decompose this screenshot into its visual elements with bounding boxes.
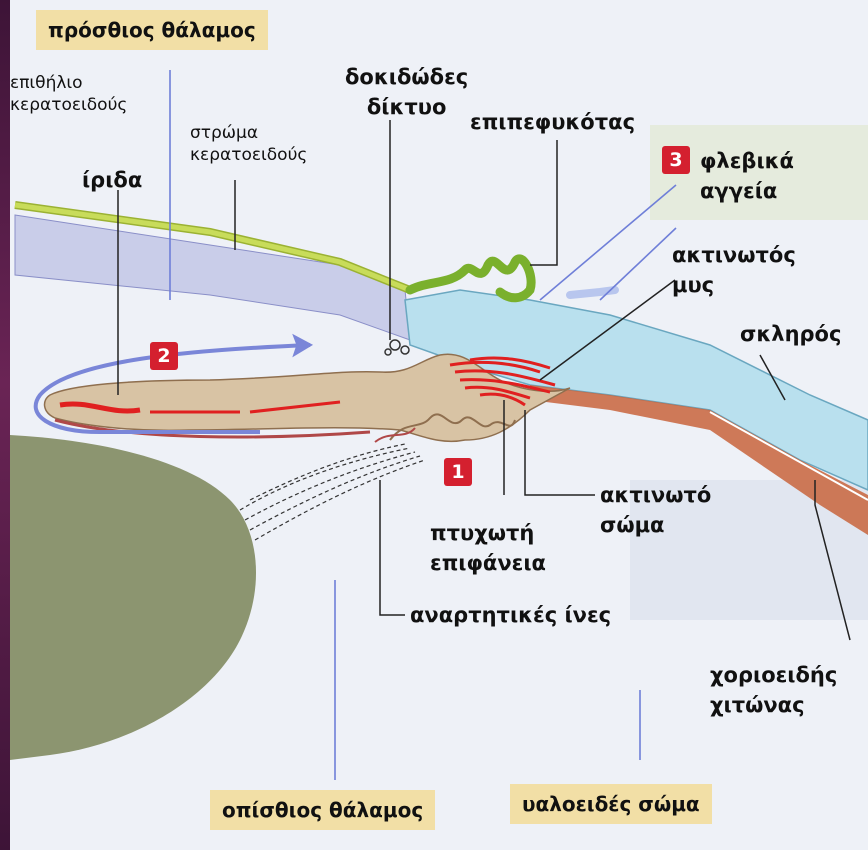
conjunctiva-label: επιπεφυκότας [470, 110, 635, 134]
ciliary-body-label: ακτινωτό σώμα [600, 480, 711, 540]
anterior-chamber-label: πρόσθιος θάλαμος [36, 10, 268, 50]
posterior-chamber-label: οπίσθιος θάλαμος [210, 790, 435, 830]
choroid-label: χοριοειδής χιτώνας [710, 660, 837, 720]
vitreous-body-label: υαλοειδές σώμα [510, 784, 712, 824]
corneal-stroma-label: στρώμα κερατοειδούς [190, 122, 307, 166]
eye-anatomy-diagram: πρόσθιος θάλαμος επιθήλιο κερατοειδούς σ… [10, 0, 868, 850]
folded-surface-label: πτυχωτή επιφάνεια [430, 518, 546, 578]
sclera-label: σκληρός [740, 322, 841, 346]
lens-shape [10, 435, 256, 760]
badge-1: 1 [444, 458, 472, 486]
iris-label: ίριδα [82, 168, 142, 192]
diagram-drawing [10, 0, 868, 850]
venous-guide-line-1 [540, 185, 676, 300]
trabecular-meshwork-label: δοκιδώδες δίκτυο [345, 62, 468, 122]
venous-vessels-label: φλεβικά αγγεία [700, 146, 794, 206]
badge-3: 3 [662, 146, 690, 174]
suspensory-fibers-label: αναρτητικές ίνες [410, 603, 611, 627]
corneal-epithelium-label: επιθήλιο κερατοειδούς [10, 72, 127, 116]
badge-2: 2 [150, 342, 178, 370]
ciliary-muscle-label: ακτινωτός μυς [672, 240, 796, 300]
trabecular-meshwork-shape [390, 340, 400, 350]
conjunctiva-leader [530, 140, 557, 265]
suspensory-fibers-shape [240, 444, 425, 540]
ciliary-body-leader [525, 410, 595, 495]
suspensory-fibers-leader [380, 480, 405, 615]
